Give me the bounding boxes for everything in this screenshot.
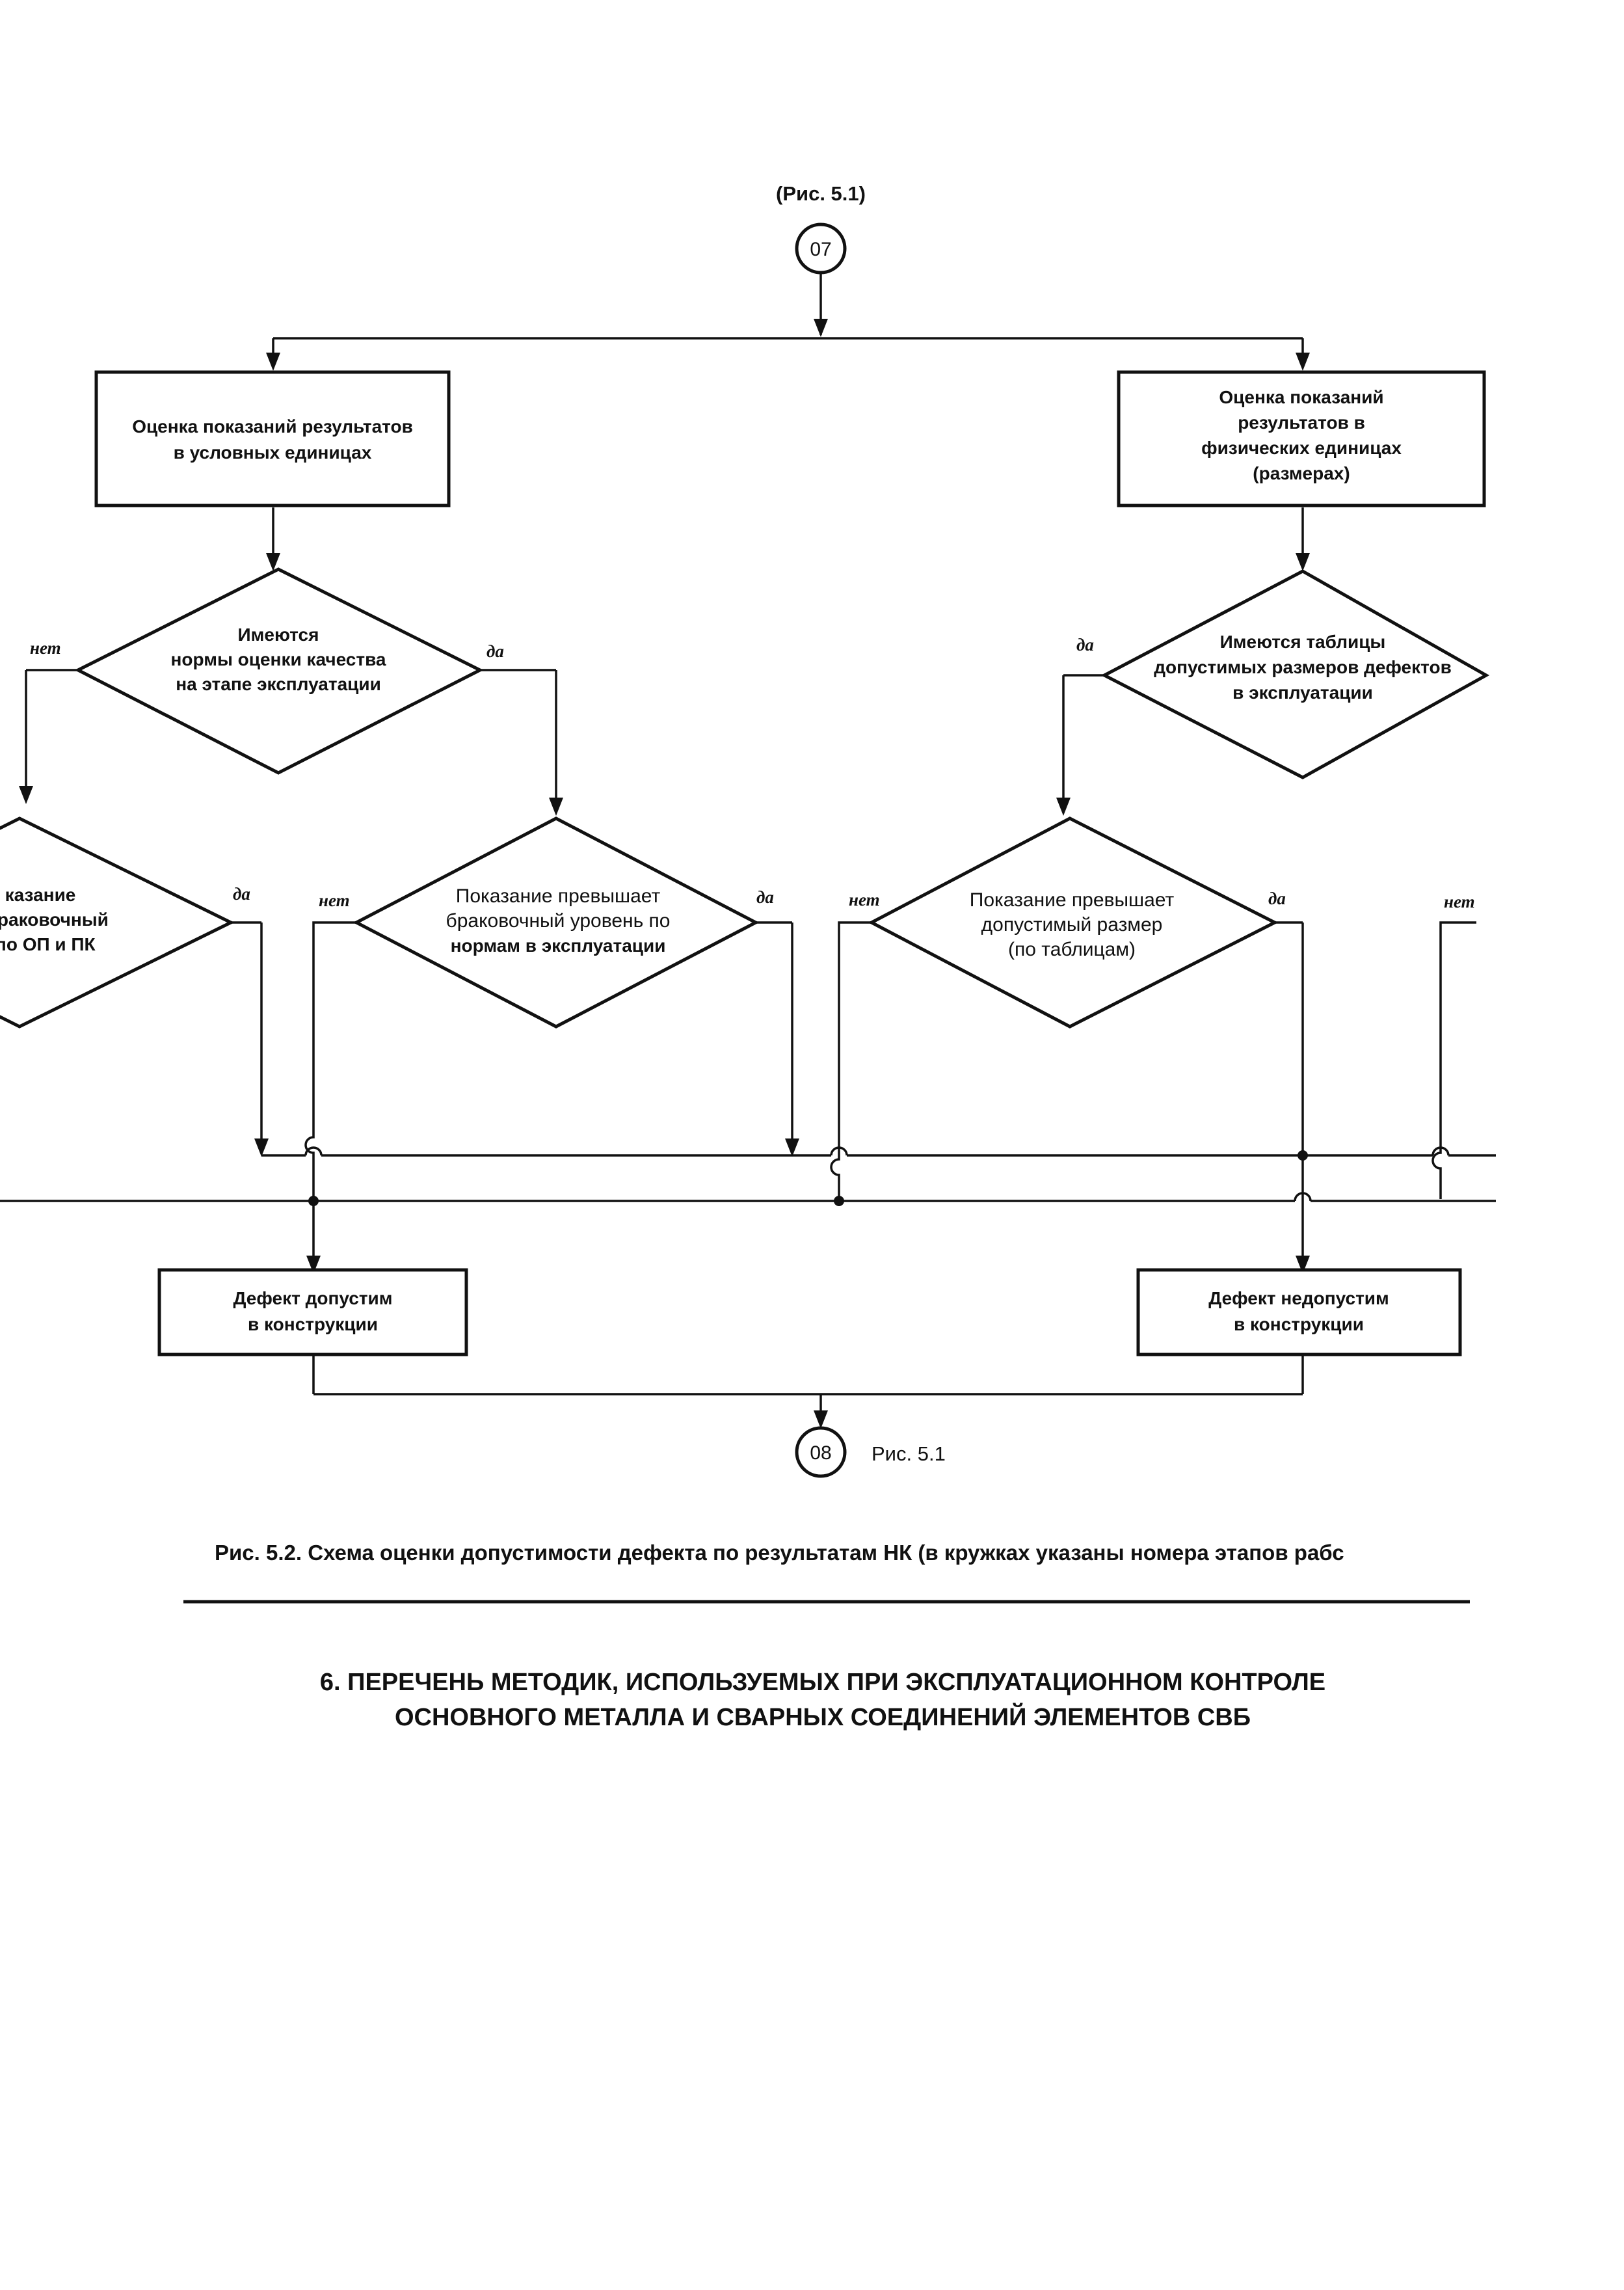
end-connector [795,1426,847,1478]
diamond-tables-line-2: допустимых размеров дефектов [1154,657,1452,677]
diamond-exceeds-size [868,816,1279,1029]
section-heading-line-1: 6. ПЕРЕЧЕНЬ МЕТОДИК, ИСПОЛЬЗУЕМЫХ ПРИ ЭК… [320,1669,1325,1696]
figure-caption: Рис. 5.2. Схема оценки допустимости дефе… [215,1541,1344,1565]
label-yes: да [1268,889,1286,908]
box-defect-acceptable [157,1268,468,1356]
diamond-norms-exist [74,567,484,775]
box-conventional-line-1: Оценка показаний результатов [132,416,413,437]
label-yes: да [486,641,504,661]
end-reference: Рис. 5.1 [872,1442,946,1465]
diamond-exceeds-norms [353,816,760,1029]
diamond-norms-line-2: нормы оценки качества [170,649,386,669]
diamond-exceeds-size-line-1: Показание превышает [970,889,1175,911]
box-acceptable-line-1: Дефект допустим [233,1288,393,1308]
label-yes: да [1076,635,1094,654]
box-physical-line-2: результатов в [1238,412,1365,433]
diamond-partial-line-2: т браковочный [0,909,109,930]
diamond-exceeds-norms-line-2: браковочный уровень по [446,910,671,932]
box-conventional-units [94,370,451,507]
label-yes: да [756,887,774,907]
diamond-partial-line-3: . по ОП и ПК [0,934,96,954]
diamond-exceeds-size-line-3: (по таблицам) [1008,939,1136,960]
box-defect-unacceptable [1136,1268,1462,1356]
end-connector-label: 08 [810,1442,831,1464]
top-reference: (Рис. 5.1) [776,182,866,205]
box-physical-line-4: (размерах) [1253,463,1350,483]
section-heading-line-2: ОСНОВНОГО МЕТАЛЛА И СВАРНЫХ СОЕДИНЕНИЙ Э… [395,1702,1251,1731]
diamond-tables-exist [1100,569,1490,779]
diamond-exceeds-norms-line-1: Показание превышает [456,885,661,907]
box-physical-line-3: физических единицах [1201,438,1402,458]
box-unacceptable-line-2: в конструкции [1234,1314,1364,1334]
box-acceptable-line-2: в конструкции [248,1314,378,1334]
junction-dot [1298,1150,1308,1161]
arrowheads [19,319,1310,1429]
box-conventional-line-2: в условных единицах [174,442,372,463]
diamond-norms-line-1: Имеются [238,625,319,645]
diamond-norms-line-3: на этапе эксплуатации [176,674,381,694]
box-physical-line-1: Оценка показаний [1219,387,1383,407]
diamond-partial-line-1: казание [5,885,76,905]
diamond-tables-line-1: Имеются таблицы [1220,632,1386,652]
label-no: нет [319,891,350,910]
diamond-exceeds-norms-line-3: нормам в эксплуатации [451,936,666,956]
label-yes: да [233,884,250,904]
box-physical-units [1117,370,1486,507]
junction-dot [834,1196,844,1206]
diamond-exceeds-size-line-2: допустимый размер [981,914,1163,936]
label-no: нет [30,638,61,658]
label-no: нет [849,890,880,909]
diamond-tables-line-3: в эксплуатации [1232,682,1373,703]
diamond-partial [0,816,235,1029]
box-unacceptable-line-1: Дефект недопустим [1208,1288,1389,1308]
junction-dot [308,1196,319,1206]
label-no: нет [1444,892,1475,911]
start-connector-label: 07 [810,239,831,260]
